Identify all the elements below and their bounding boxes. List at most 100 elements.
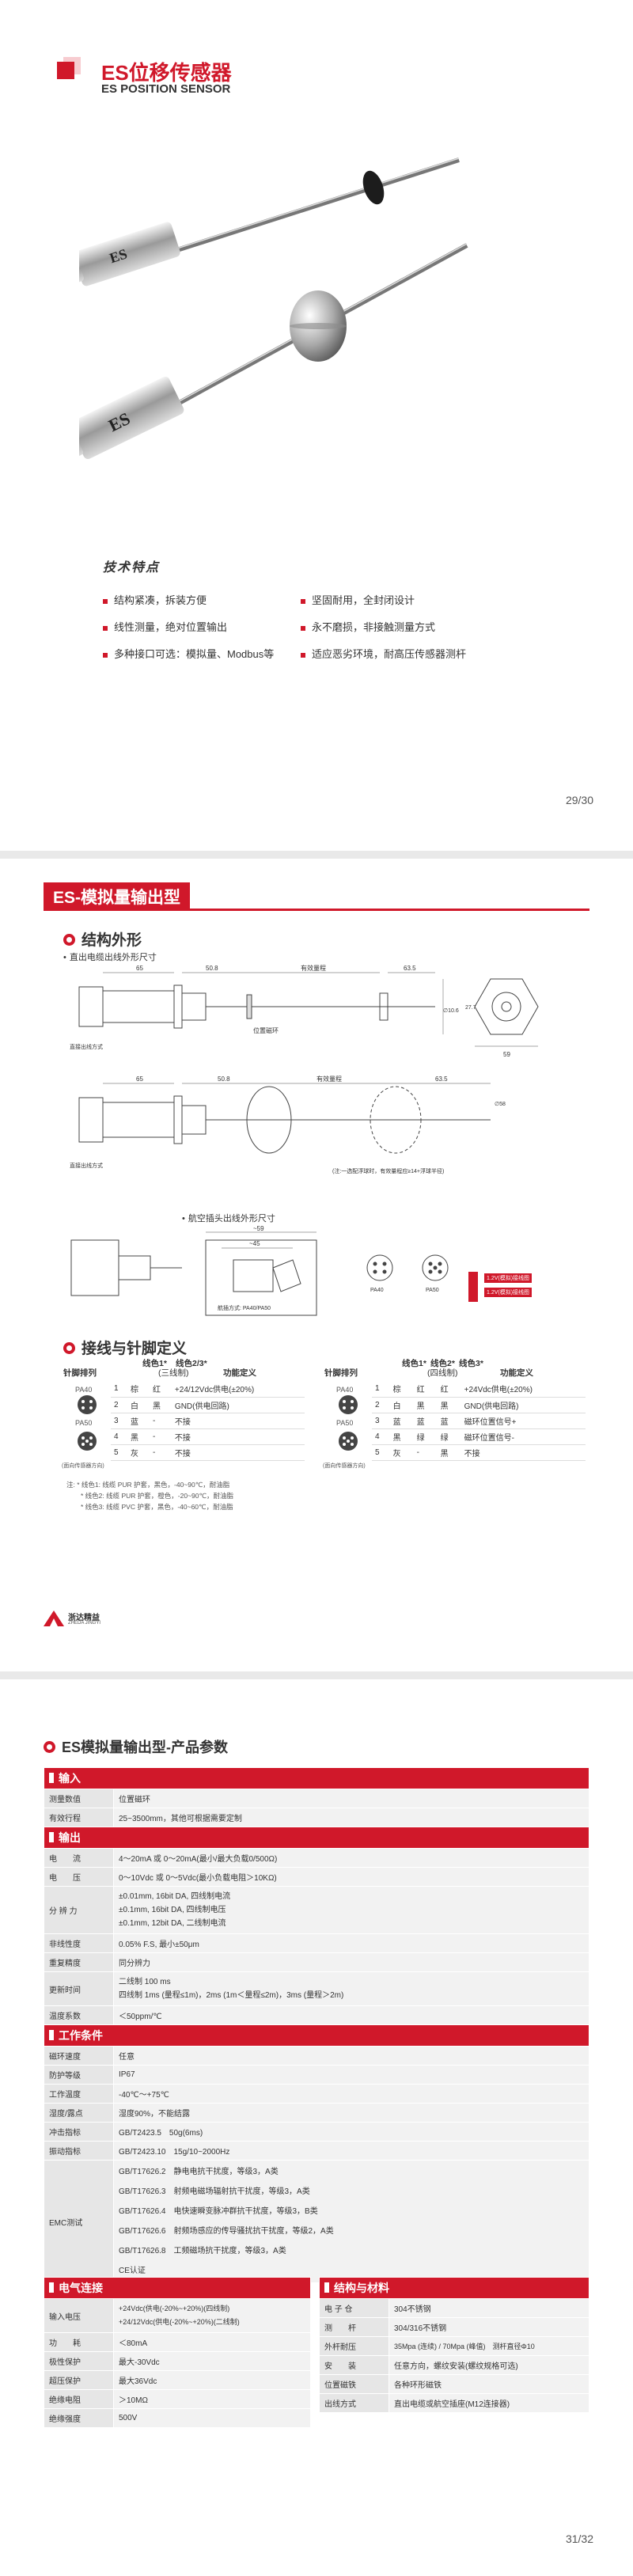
table-row: 湿度/露点湿度90%，不能结露 (44, 2103, 589, 2123)
table-row: 温度系数＜50ppm/℃ (44, 2005, 589, 2025)
brand-title-en: ES POSITION SENSOR (101, 82, 231, 96)
magnet-label: 位置磁环 (253, 1026, 279, 1034)
company-logo-icon (44, 1610, 64, 1626)
table-row: 位置磁铁各种环形磁铁 (319, 2374, 589, 2394)
spec-table-electrical: 电气连接 输入电压+24Vdc(供电(-20%~+20%)(四线制)+24/12… (44, 2277, 311, 2428)
features-title: 技术特点 (99, 556, 164, 578)
feature-3: 线性测量，绝对位置输出 (103, 619, 227, 634)
feature-6: 适应恶劣环境，耐高压传感器测杆 (301, 646, 466, 661)
dim-5: 65 (136, 1076, 143, 1083)
dim-8: 63.5 (435, 1076, 448, 1083)
right-head-c1: 线色1* (402, 1359, 426, 1368)
page-number-3: 31/32 (565, 2532, 593, 2545)
left-head-pin: 针脚排列 (63, 1368, 97, 1378)
bullet-icon (63, 934, 75, 946)
right-pa40: PA40 (336, 1386, 354, 1394)
page-number: 29/30 (565, 794, 593, 806)
pa50-label: PA50 (426, 1288, 439, 1293)
dim-6: 50.8 (218, 1076, 230, 1083)
left-head-fn: 功能定义 (223, 1368, 256, 1378)
sensor-rod-1: ES (79, 157, 460, 290)
table-row: 分 辨 力±0.01mm, 16bit DA, 四线制电流±0.1mm, 16b… (44, 1886, 589, 1934)
dim-11: 59 (503, 1051, 510, 1058)
company-logo-en: ZHEDA JINGYI (68, 1621, 101, 1626)
feature-5: 多种接口可选：模拟量、Modbus等 (103, 646, 274, 661)
section-banner: ES-模拟量输出型 (44, 882, 191, 909)
section-header-electrical: 电气连接 (44, 2277, 311, 2299)
dim-13: ~59 (253, 1225, 264, 1232)
dim-14: ~45 (249, 1240, 260, 1247)
note-3: * 线色3: 线缆 PVC 护套，黑色，-40~60℃，耐油脂 (81, 1503, 233, 1511)
table-row: 功 耗＜80mA (44, 2332, 311, 2352)
dim-9: ∅10.6 (443, 1008, 459, 1014)
company-logo-cn: 浙达精益 (68, 1614, 100, 1622)
table-row: 磁环速度任意 (44, 2046, 589, 2066)
cable-label-1: 直接出线方式 (70, 1043, 103, 1050)
pa40-label: PA40 (370, 1288, 384, 1293)
plug-dimension-drawing: ~59 ~45 航插方式: PA40/PA50 PA40 PA50 (70, 1225, 449, 1316)
right-head-c2: 线色2* (430, 1359, 455, 1368)
feature-2: 坚固耐用，全封闭设计 (301, 592, 415, 607)
section-header-conditions: 工作条件 (44, 2024, 589, 2047)
table-row: 出线方式直出电缆或航空插座(M12连接器) (319, 2393, 589, 2413)
left-pa40: PA40 (75, 1386, 93, 1394)
left-head-c1: 线色1* (142, 1359, 167, 1368)
brand-title-cn: ES位移传感器 (101, 61, 232, 85)
section-header-input: 输入 (44, 1767, 589, 1789)
table-row: 输入电压+24Vdc(供电(-20%~+20%)(四线制)+24/12Vdc(供… (44, 2298, 311, 2333)
dims-section-title: 结构外形 (63, 928, 142, 950)
cable-dimension-drawing: 65 50.8 有效量程 63.5 65 50.8 有效量程 63.5 ∅10.… (70, 964, 539, 1174)
section-header-structure: 结构与材料 (319, 2277, 589, 2299)
dim-4: 63.5 (404, 965, 416, 972)
right-head-c3: 线色3* (459, 1359, 483, 1368)
sensor-rod-2: ES (79, 243, 468, 469)
wiring-section-title: 接线与针脚定义 (63, 1337, 187, 1358)
table-row: 测量数值位置磁环 (44, 1789, 589, 1808)
table-row: 超压保护最大36Vdc (44, 2370, 311, 2390)
table-row: 绝缘电阻＞10MΩ (44, 2389, 311, 2409)
banner-rule (44, 909, 589, 911)
product-photo: ES ES (79, 157, 468, 469)
left-head-c2b: (三线制) (158, 1368, 189, 1378)
table-row: 安 装任意方向，螺纹安装(螺纹规格可选) (319, 2355, 589, 2375)
right-pin-icons (339, 1395, 358, 1451)
table-row: 极性保护最大-30Vdc (44, 2351, 311, 2371)
note-1: 注: * 线色1: 线缆 PUR 护套，黑色，-40~90℃，耐油脂 (66, 1481, 230, 1489)
brand-mark (57, 62, 74, 79)
right-head-pin: 针脚排列 (324, 1368, 358, 1378)
right-head-fn: 功能定义 (500, 1368, 533, 1378)
left-pa50: PA50 (75, 1419, 93, 1427)
cable-label-2: 直接出线方式 (70, 1162, 103, 1169)
page-1: ES位移传感器 ES POSITION SENSOR ES (0, 0, 633, 851)
dim-2: 50.8 (206, 965, 218, 972)
dim-10: ∅58 (495, 1102, 506, 1107)
right-head-c2b: (四线制) (427, 1368, 458, 1378)
plug-type-label: 航插方式: PA40/PA50 (218, 1304, 271, 1311)
red-tag-2: 1.2V(模拟)接线图 (484, 1288, 533, 1297)
table-row: 工作温度-40℃～+75℃ (44, 2084, 589, 2104)
plug-subtitle: 航空插头出线外形尺寸 (182, 1212, 275, 1224)
